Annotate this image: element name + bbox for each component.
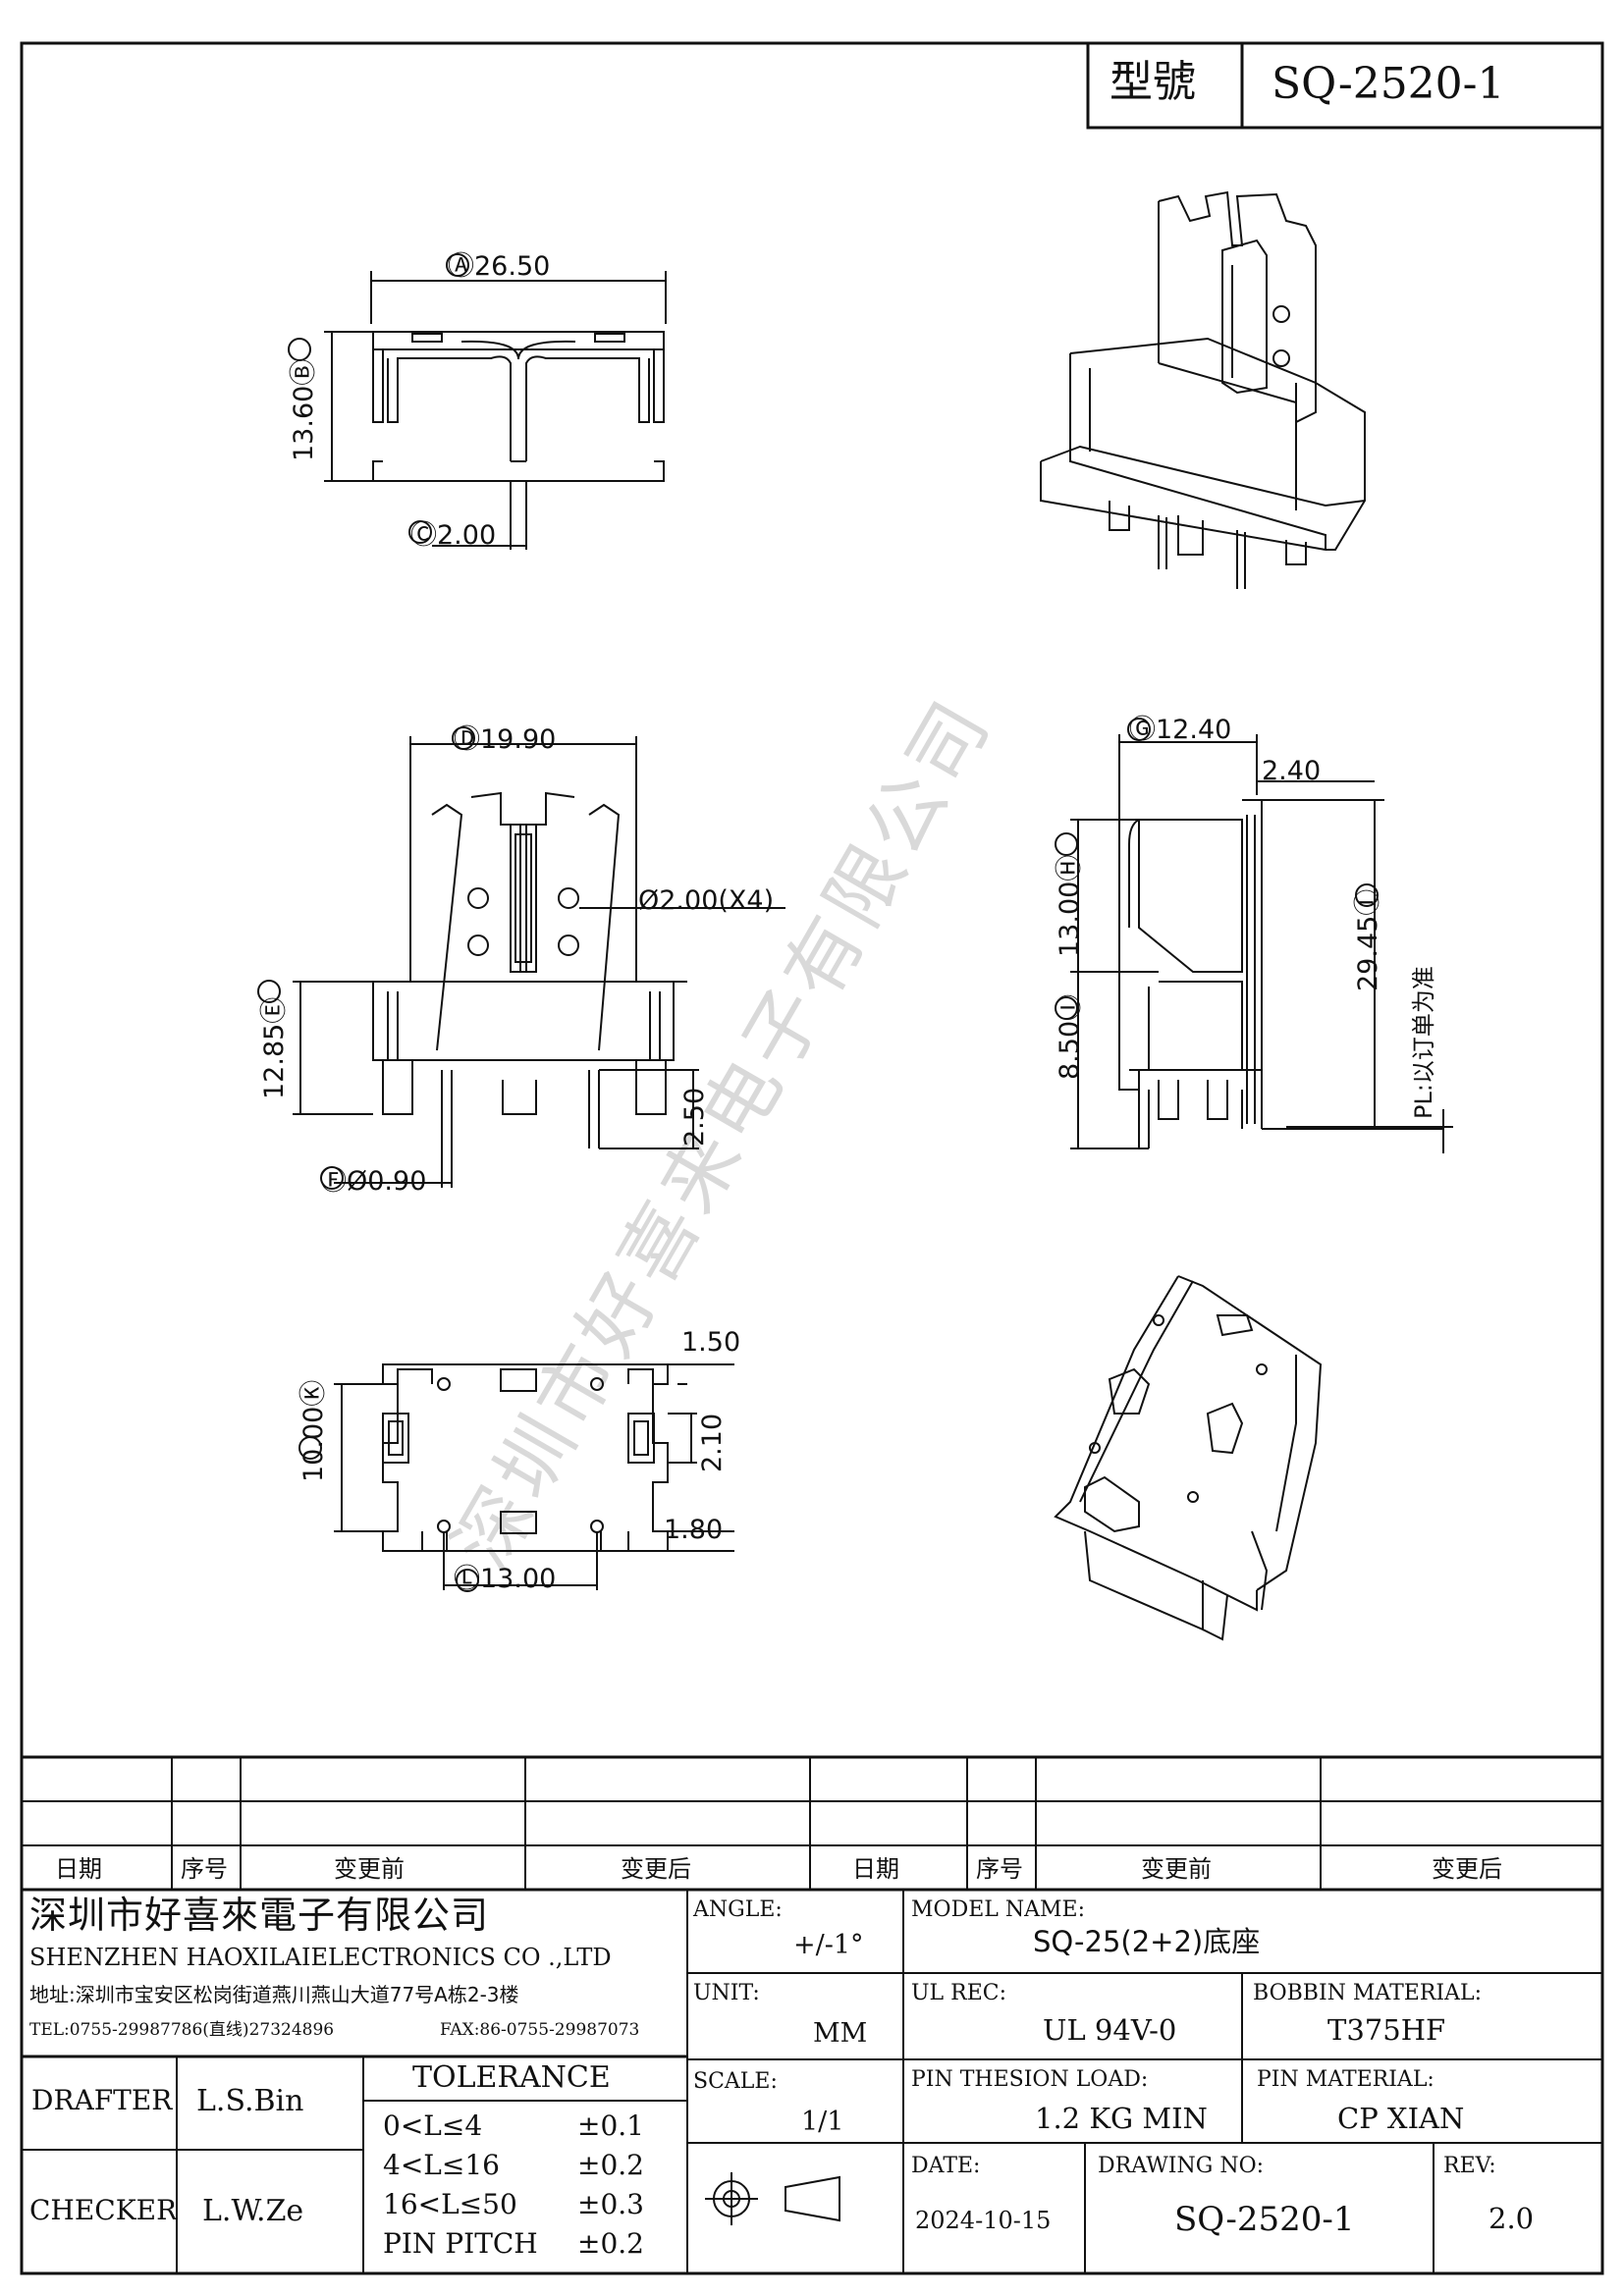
dim-f: ⒻØ0.90 [320, 1166, 427, 1197]
company-name-en: SHENZHEN HAOXILAIELECTRONICS CO .,LTD [29, 1944, 612, 1971]
model-box [1086, 41, 1604, 130]
iso-view-bottom [1054, 1275, 1323, 1641]
rev-value: 2.0 [1489, 2202, 1535, 2235]
model-name-label: MODEL NAME: [911, 1897, 1085, 1922]
front-view [288, 253, 667, 550]
rev-header-before-1: 变更前 [334, 1855, 405, 1883]
pl-note: PL:以订单为准 [1410, 966, 1437, 1119]
model-name-value: SQ-25(2+2)底座 [1033, 1925, 1261, 1958]
dim-a: Ⓐ26.50 [448, 251, 551, 282]
dim-k-b: 1.80 [664, 1515, 724, 1545]
rev-label: REV: [1443, 2154, 1496, 2178]
model-label: 型號 [1110, 57, 1196, 107]
rev-header-after-2: 变更后 [1432, 1855, 1502, 1883]
checker-label: CHECKER [29, 2194, 178, 2226]
checker-value: L.W.Ze [202, 2194, 304, 2228]
dim-g: Ⓖ12.40 [1129, 715, 1232, 745]
rev-header-date-2: 日期 [852, 1855, 899, 1883]
right-view [1055, 718, 1453, 1153]
drawing-no-value: SQ-2520-1 [1174, 2200, 1355, 2239]
drafter-value: L.S.Bin [196, 2084, 304, 2118]
ul-rec-value: UL 94V-0 [1043, 2013, 1177, 2047]
title-block-lines [22, 1890, 1602, 2273]
dim-k-h: 2.10 [697, 1413, 728, 1472]
rev-header-seq-2: 序号 [976, 1855, 1023, 1883]
pin-load-label: PIN THESION LOAD: [911, 2067, 1149, 2092]
tolerance-value-2: ±0.2 [577, 2149, 644, 2181]
pin-material-label: PIN MATERIAL: [1257, 2067, 1435, 2092]
company-address: 地址:深圳市宝安区松岗街道燕川燕山大道77号A栋2-3楼 [29, 1983, 519, 2006]
company-name-cn: 深圳市好喜來電子有限公司 [29, 1894, 490, 1937]
tolerance-value-3: ±0.3 [577, 2188, 644, 2220]
bobbin-material-label: BOBBIN MATERIAL: [1253, 1981, 1482, 2005]
bobbin-material-value: T375HF [1327, 2013, 1446, 2047]
scale-label: SCALE: [693, 2069, 778, 2094]
dim-k: 10.00Ⓚ [298, 1379, 329, 1482]
tolerance-range-4: PIN PITCH [383, 2227, 538, 2260]
tolerance-value-4: ±0.2 [577, 2227, 644, 2260]
pin-material-value: CP XIAN [1337, 2102, 1465, 2135]
dim-pin-length: 2.50 [679, 1087, 710, 1147]
iso-view-top [1040, 190, 1366, 589]
date-value: 2024-10-15 [915, 2207, 1052, 2234]
tolerance-range-2: 4<L≤16 [383, 2149, 500, 2181]
dim-h: 13.00Ⓗ [1055, 854, 1085, 957]
dim-hole: Ø2.00(X4) [638, 885, 775, 916]
angle-value: +/-1° [793, 1930, 864, 1960]
rev-header-seq-1: 序号 [181, 1855, 228, 1883]
dim-c: Ⓒ2.00 [410, 520, 497, 551]
unit-label: UNIT: [693, 1981, 760, 2005]
rev-header-after-1: 变更后 [621, 1855, 691, 1883]
unit-value: MM [813, 2018, 868, 2049]
dim-i-total: 29.45Ⓘ [1353, 888, 1383, 991]
pin-load-value: 1.2 KG MIN [1035, 2102, 1208, 2135]
dim-top-offset: 2.40 [1262, 756, 1322, 786]
model-value: SQ-2520-1 [1272, 59, 1505, 109]
drafter-label: DRAFTER [31, 2084, 173, 2116]
dim-e: 12.85Ⓔ [259, 996, 290, 1099]
revision-table-lines [22, 1755, 1602, 1892]
dim-d: Ⓓ19.90 [454, 724, 557, 755]
tolerance-value-1: ±0.1 [577, 2109, 644, 2142]
date-label: DATE: [911, 2154, 981, 2178]
dim-k-w: 1.50 [681, 1327, 741, 1358]
scale-value: 1/1 [801, 2107, 844, 2137]
bottom-view [298, 1363, 734, 1592]
side-view [257, 726, 785, 1190]
tolerance-range-3: 16<L≤50 [383, 2188, 517, 2220]
ul-rec-label: UL REC: [911, 1981, 1007, 2005]
tolerance-range-1: 0<L≤4 [383, 2109, 483, 2142]
rev-header-before-2: 变更前 [1141, 1855, 1212, 1883]
dim-i: 8.50Ⓘ [1055, 993, 1085, 1080]
dim-b: 13.60Ⓑ [289, 358, 319, 461]
tolerance-title: TOLERANCE [412, 2060, 611, 2095]
company-fax: FAX:86-0755-29987073 [440, 2020, 640, 2040]
sheet-border [20, 41, 1604, 2275]
angle-label: ANGLE: [693, 1897, 783, 1922]
dim-l: Ⓛ13.00 [454, 1564, 557, 1594]
rev-header-date-1: 日期 [55, 1855, 102, 1883]
drawing-no-label: DRAWING NO: [1098, 2154, 1265, 2178]
company-tel: TEL:0755-29987786(直线)27324896 [29, 2020, 335, 2040]
